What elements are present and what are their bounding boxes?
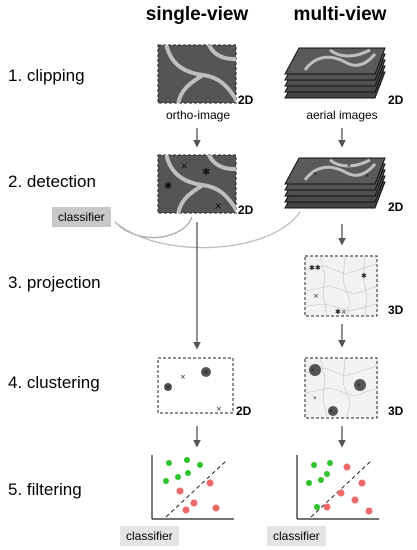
dim-tag-2d: 2D: [238, 93, 254, 107]
svg-text:×: ×: [180, 373, 186, 381]
svg-text:✱: ✱: [202, 167, 210, 178]
clustering-2d-tile: × × × ×: [157, 357, 234, 414]
svg-text:×: ×: [313, 396, 317, 402]
svg-text:✱: ✱: [164, 181, 172, 192]
detection-aerial-stack: × × ×: [284, 157, 386, 209]
svg-text:×: ×: [329, 409, 333, 415]
dim-tag-2d: 2D: [238, 203, 254, 217]
step-projection-label: 3. projection: [8, 273, 101, 292]
dim-tag-2d: 2D: [236, 404, 252, 418]
clustering-3d-tile: × × × ×: [304, 357, 378, 419]
filtering-scatter-single: [151, 455, 234, 520]
svg-text:×: ×: [180, 161, 188, 172]
dim-tag-2d: 2D: [388, 200, 404, 214]
svg-text:×: ×: [357, 383, 361, 389]
detection-ortho-tile: ✱ ✱ × ×: [157, 154, 237, 214]
step-clipping-label: 1. clipping: [8, 66, 85, 85]
svg-text:×: ×: [165, 383, 171, 391]
svg-text:×: ×: [311, 368, 315, 374]
svg-text:×: ×: [313, 171, 317, 178]
aerial-images-caption: aerial images: [306, 108, 378, 122]
classifier-label-single: classifier: [120, 526, 179, 546]
dim-tag-2d: 2D: [388, 93, 404, 107]
svg-text:×: ×: [214, 201, 222, 212]
aerial-images-stack: [284, 47, 386, 99]
svg-text:×: ×: [347, 163, 351, 170]
dim-tag-3d: 3D: [388, 303, 404, 317]
svg-text:✱: ✱: [361, 272, 367, 280]
svg-text:×: ×: [203, 368, 209, 376]
filtering-scatter-multi: [296, 455, 379, 520]
multi-view-header: multi-view: [293, 4, 387, 25]
projection-3d-tile: ✱✱ ✱ × ✱×: [304, 255, 378, 317]
step-detection-label: 2. detection: [8, 172, 96, 191]
dim-tag-3d: 3D: [388, 404, 404, 418]
single-view-header: single-view: [145, 4, 249, 25]
classifier-label: classifier: [52, 207, 111, 227]
step-filtering-label: 5. filtering: [8, 480, 82, 499]
ortho-image-caption: ortho-image: [165, 108, 231, 122]
svg-text:✱×: ✱×: [335, 308, 347, 316]
step-clustering-label: 4. clustering: [8, 373, 100, 392]
svg-text:×: ×: [365, 173, 369, 180]
ortho-image-tile: [157, 44, 237, 104]
classifier-label-multi: classifier: [267, 526, 326, 546]
svg-text:×: ×: [216, 405, 222, 413]
svg-text:×: ×: [313, 292, 319, 300]
svg-text:✱✱: ✱✱: [309, 264, 321, 272]
